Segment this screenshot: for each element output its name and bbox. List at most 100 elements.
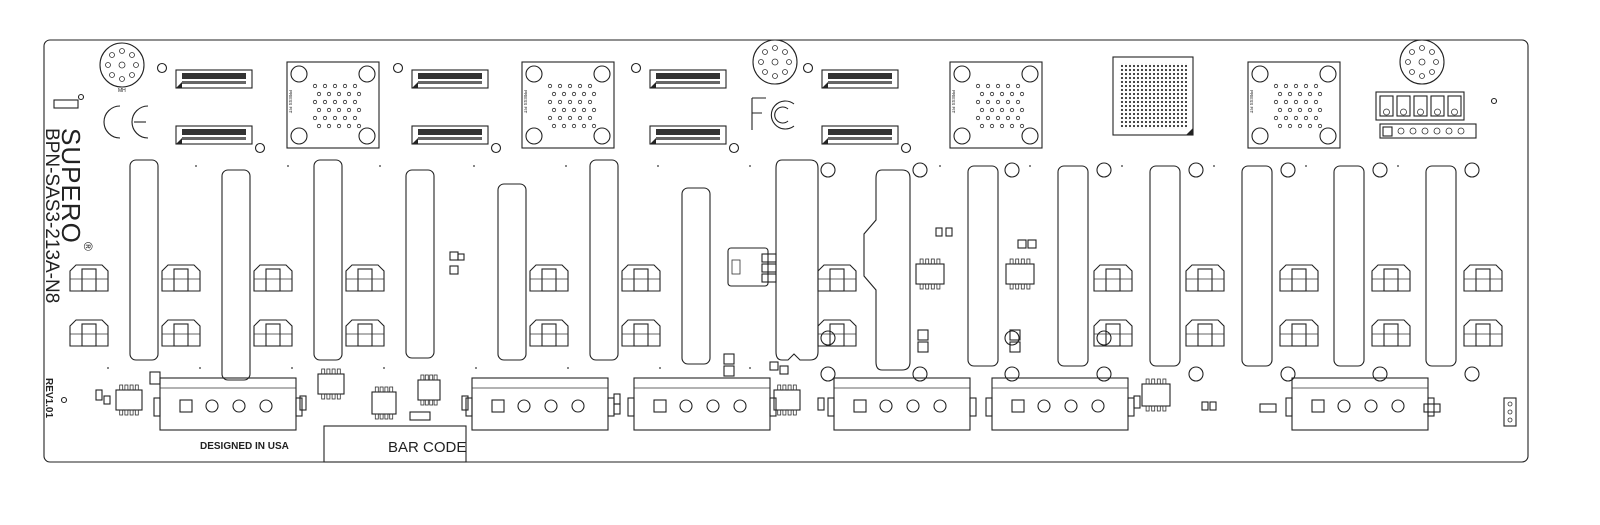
ic-body xyxy=(115,389,143,411)
press-fit-pin xyxy=(1317,107,1323,113)
drive-slot-connector xyxy=(681,187,711,365)
via-dot xyxy=(657,165,659,167)
top-connector-body xyxy=(175,125,253,145)
press-fit-pin xyxy=(1019,107,1025,113)
press-fit-pin xyxy=(1005,83,1011,89)
press-fit-pin xyxy=(1273,83,1279,89)
press-fit-pin xyxy=(326,91,332,97)
press-fit-pin xyxy=(332,83,338,89)
transformer-pad xyxy=(731,259,741,275)
latch-tab xyxy=(541,268,557,292)
power-latch xyxy=(1093,264,1133,292)
press-fit-pin xyxy=(1297,107,1303,113)
drive-slot-connector xyxy=(221,169,251,381)
ic-pin xyxy=(777,409,782,416)
ic-pin xyxy=(384,413,389,420)
press-fit-connector xyxy=(1247,61,1341,149)
smd-component xyxy=(1201,401,1209,411)
drive-slot-connector xyxy=(129,159,159,361)
power-latch xyxy=(1185,264,1225,292)
slot-pad xyxy=(1464,366,1480,382)
ic-pin xyxy=(1162,405,1167,412)
press-fit-pin xyxy=(591,107,597,113)
ic-pin xyxy=(326,368,331,375)
via-dot xyxy=(383,367,385,369)
via-dot xyxy=(749,367,751,369)
latch-body xyxy=(161,319,201,347)
press-fit-pin xyxy=(979,91,985,97)
ic-pin xyxy=(331,368,336,375)
ic-body xyxy=(1005,263,1035,285)
press-fit-pin xyxy=(1015,99,1021,105)
press-fit-connector xyxy=(949,61,1043,149)
transformer-lead xyxy=(761,253,777,263)
power-latch xyxy=(1371,319,1411,347)
ic-pin xyxy=(321,393,326,400)
slot-pad xyxy=(1096,162,1112,178)
via-dot xyxy=(939,165,941,167)
smd-component xyxy=(1009,341,1021,353)
top-connector xyxy=(802,62,899,89)
drive-slot-connector xyxy=(313,159,343,361)
press-fit-hole xyxy=(358,127,376,145)
press-fit-pin xyxy=(547,83,553,89)
top-connector-body xyxy=(175,69,253,89)
ic-chip xyxy=(915,258,945,290)
press-fit-pin xyxy=(1287,123,1293,129)
press-fit-pin xyxy=(571,123,577,129)
drive-slot-connector xyxy=(405,169,435,359)
power-pin-round xyxy=(1037,399,1051,413)
drive-slot-connector xyxy=(1241,165,1273,367)
designed-in-label: DESIGNED IN USA xyxy=(200,441,289,452)
smd-component xyxy=(723,353,735,365)
press-fit-pin xyxy=(342,83,348,89)
power-latch xyxy=(1279,319,1319,347)
latch-tab xyxy=(1197,323,1213,347)
ic-pin xyxy=(919,283,924,290)
press-fit-pin xyxy=(1019,123,1025,129)
hole-top-left xyxy=(77,93,85,101)
press-fit-pin xyxy=(336,107,342,113)
power-connector-ear xyxy=(985,397,993,417)
via-dot xyxy=(291,367,293,369)
latch-tab xyxy=(265,323,281,347)
smd-component xyxy=(449,251,459,261)
ic-pin xyxy=(379,386,384,393)
small-header-right xyxy=(1503,397,1517,427)
press-fit-pin xyxy=(989,91,995,97)
press-fit-pin xyxy=(1307,123,1313,129)
ic-pin xyxy=(1026,283,1031,290)
press-fit-pin xyxy=(999,91,1005,97)
top-connector-body xyxy=(649,69,727,89)
press-fit-pin xyxy=(561,107,567,113)
press-fit-pin xyxy=(547,99,553,105)
smd-component xyxy=(613,393,621,405)
press-fit-label: PRESS FIT xyxy=(523,90,528,114)
top-connector-body xyxy=(649,125,727,145)
board-outline xyxy=(43,39,1529,463)
notched-slot-connector xyxy=(775,159,819,361)
press-fit-pin xyxy=(561,123,567,129)
press-fit-pin xyxy=(581,91,587,97)
latch-body xyxy=(529,319,569,347)
press-fit-pin xyxy=(1009,123,1015,129)
smd-component xyxy=(1259,403,1277,413)
mounting-hole-1 xyxy=(99,42,145,88)
press-fit-pin xyxy=(316,123,322,129)
power-latch xyxy=(621,319,661,347)
latch-tab xyxy=(81,268,97,292)
connector-pad xyxy=(254,142,266,154)
ic-chip xyxy=(317,368,345,400)
smd-component xyxy=(769,361,779,371)
ic-chip xyxy=(773,384,801,416)
top-connector-pins-lower xyxy=(828,81,892,84)
power-latch xyxy=(621,264,661,292)
ic-pin xyxy=(787,409,792,416)
ic-pin xyxy=(1009,258,1014,265)
via-dot xyxy=(1029,165,1031,167)
press-fit-label: PRESS FIT xyxy=(288,90,293,114)
power-latch xyxy=(345,319,385,347)
press-fit-pin xyxy=(356,107,362,113)
press-fit-pin xyxy=(587,83,593,89)
